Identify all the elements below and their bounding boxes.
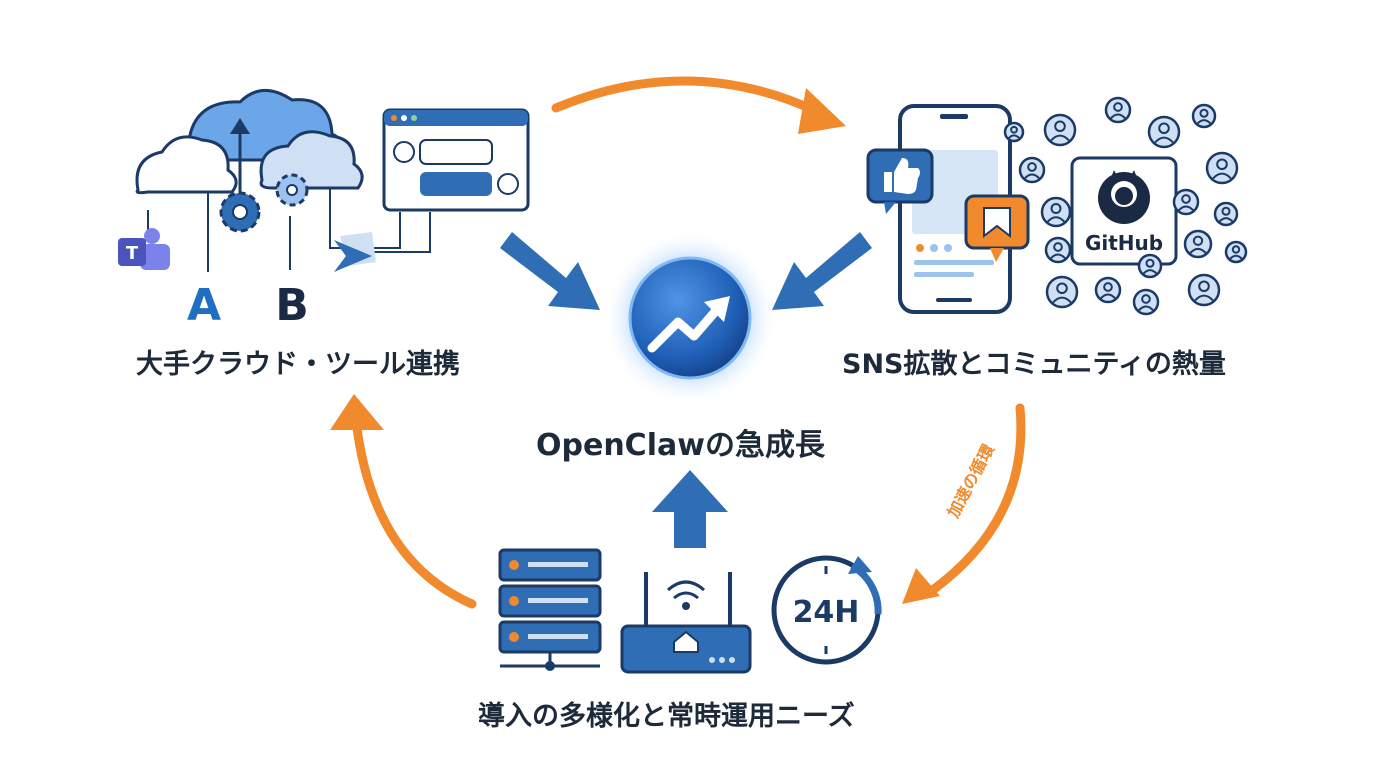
- like-thumb-icon: [866, 148, 934, 214]
- arrow-from-sns: [772, 232, 872, 310]
- user-avatar-icon: [1187, 273, 1221, 307]
- github-card: GitHub: [1070, 156, 1178, 266]
- arrow-from-bottom: [652, 470, 728, 548]
- center-title: OpenClawの急成長: [536, 428, 825, 463]
- cycle-arrow-left: [330, 394, 477, 609]
- user-avatar-icon: [1137, 253, 1163, 279]
- azure-icon: A: [187, 280, 221, 331]
- user-avatar-icon: [1003, 121, 1025, 143]
- cloud-icon: [135, 135, 238, 195]
- user-avatar-icon: [1044, 236, 1072, 264]
- clock-label: 24H: [793, 595, 860, 630]
- cycle-arrow-top: [551, 76, 846, 134]
- teams-icon: T: [118, 228, 170, 270]
- user-avatar-icon: [1224, 240, 1248, 264]
- node-label-cloud-tools: 大手クラウド・ツール連携: [136, 349, 460, 380]
- sns-community-illustration: GitHub: [866, 96, 1248, 316]
- server-rack-icon: [498, 548, 602, 671]
- user-avatar-icon: [1045, 275, 1079, 309]
- user-avatar-icon: [1018, 156, 1046, 184]
- user-avatar-icon: [1183, 229, 1213, 259]
- node-label-deployment: 導入の多様化と常時運用ニーズ: [478, 701, 855, 732]
- arrow-from-cloud: [500, 232, 600, 310]
- router-icon: [620, 572, 752, 674]
- node-label-sns-community: SNS拡散とコミュニティの熱量: [842, 349, 1226, 380]
- brand-b-letter: B: [275, 280, 309, 331]
- azure-letter: A: [187, 280, 221, 331]
- growth-orb: [602, 230, 778, 406]
- trend-up-icon: [647, 296, 730, 353]
- user-avatar-icon: [1172, 188, 1200, 216]
- cloud-icon: [259, 130, 364, 190]
- user-avatar-icon: [1213, 201, 1239, 227]
- user-avatar-icon: [1094, 276, 1122, 304]
- send-icon: [334, 232, 376, 272]
- github-octocat-icon: [1098, 170, 1150, 224]
- chat-window-icon: [382, 108, 530, 212]
- gear-icon: [219, 191, 261, 233]
- user-avatar-icon: [1205, 151, 1239, 185]
- user-avatar-icon: [1132, 288, 1160, 316]
- community-avatars: [1003, 96, 1248, 316]
- user-avatar-icon: [1104, 96, 1132, 124]
- user-avatar-icon: [1191, 103, 1217, 129]
- svg-text:T: T: [126, 243, 139, 264]
- deployment-illustration: 24H: [498, 548, 882, 674]
- user-avatar-icon: [1147, 115, 1181, 149]
- user-avatar-icon: [1043, 113, 1077, 147]
- github-label: GitHub: [1085, 231, 1163, 255]
- clock-24h-icon: 24H: [771, 555, 882, 665]
- comment-icon: [964, 194, 1030, 262]
- gear-icon: [275, 173, 309, 207]
- brand-b-icon: B: [275, 280, 309, 331]
- user-avatar-icon: [1040, 196, 1072, 228]
- cycle-arrow-right: [902, 403, 1026, 604]
- cloud-tools-illustration: T A B: [118, 89, 530, 331]
